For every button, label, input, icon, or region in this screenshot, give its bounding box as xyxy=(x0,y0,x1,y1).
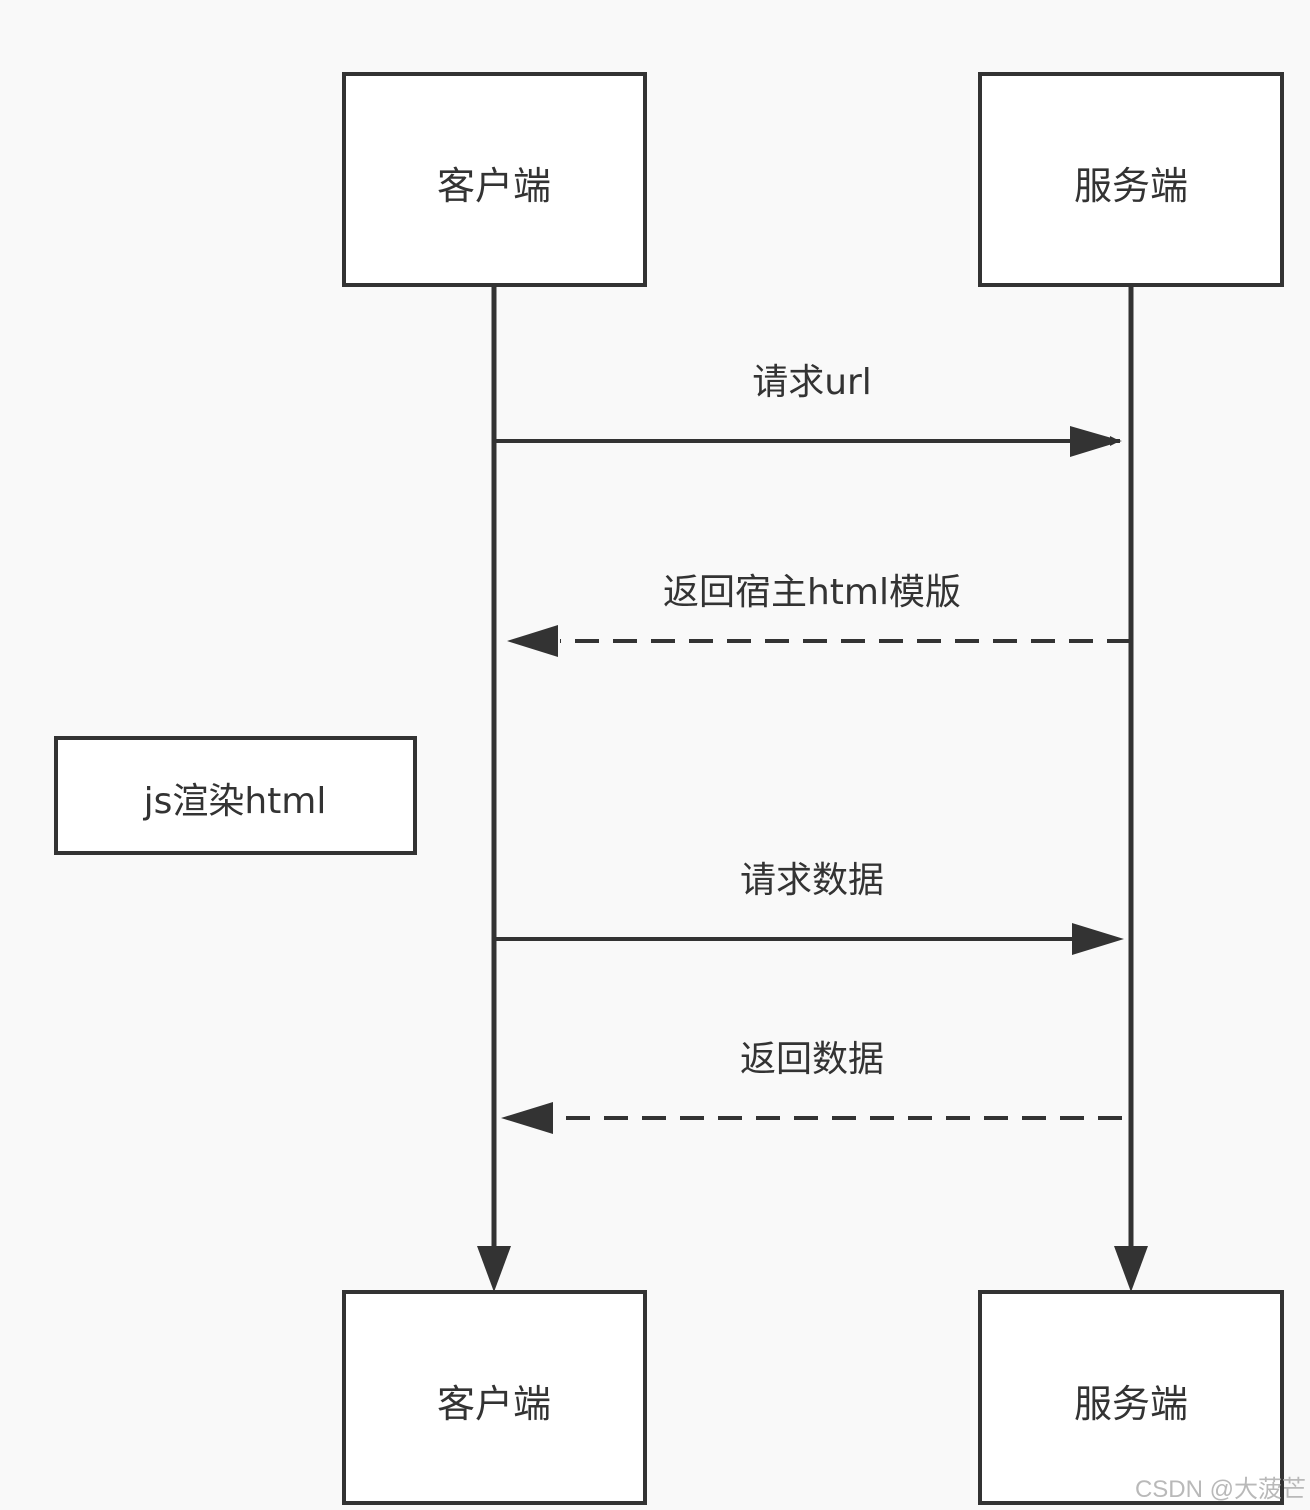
lifeline-server xyxy=(1114,286,1148,1292)
participant-server-bottom-label: 服务端 xyxy=(1074,1382,1188,1426)
participant-client-bottom-label: 客户端 xyxy=(437,1382,551,1426)
message-return-template: 返回宿主html模版 xyxy=(507,572,1131,657)
participant-server-bottom: 服务端 xyxy=(978,1290,1284,1505)
message-request-url-label: 请求url xyxy=(752,362,872,403)
note-js-render-label: js渲染html xyxy=(143,781,327,822)
participant-client-top-label: 客户端 xyxy=(437,164,551,208)
watermark-text: CSDN @大菠芒 xyxy=(1134,1476,1306,1503)
lifeline-server-arrowhead xyxy=(1114,1246,1148,1292)
lifeline-client-arrowhead xyxy=(477,1246,511,1292)
message-request-data: 请求数据 xyxy=(494,860,1124,955)
message-request-url: 请求url xyxy=(494,362,1122,457)
message-return-data-label: 返回数据 xyxy=(740,1039,884,1080)
participant-client-top: 客户端 xyxy=(342,72,647,287)
note-js-render: js渲染html xyxy=(54,736,417,855)
message-return-data: 返回数据 xyxy=(501,1039,1122,1134)
participant-server-top: 服务端 xyxy=(978,72,1284,287)
message-return-template-label: 返回宿主html模版 xyxy=(663,572,961,613)
participant-server-top-label: 服务端 xyxy=(1074,164,1188,208)
message-request-data-label: 请求数据 xyxy=(740,860,884,901)
lifeline-client xyxy=(477,286,511,1292)
participant-client-bottom: 客户端 xyxy=(342,1290,647,1505)
